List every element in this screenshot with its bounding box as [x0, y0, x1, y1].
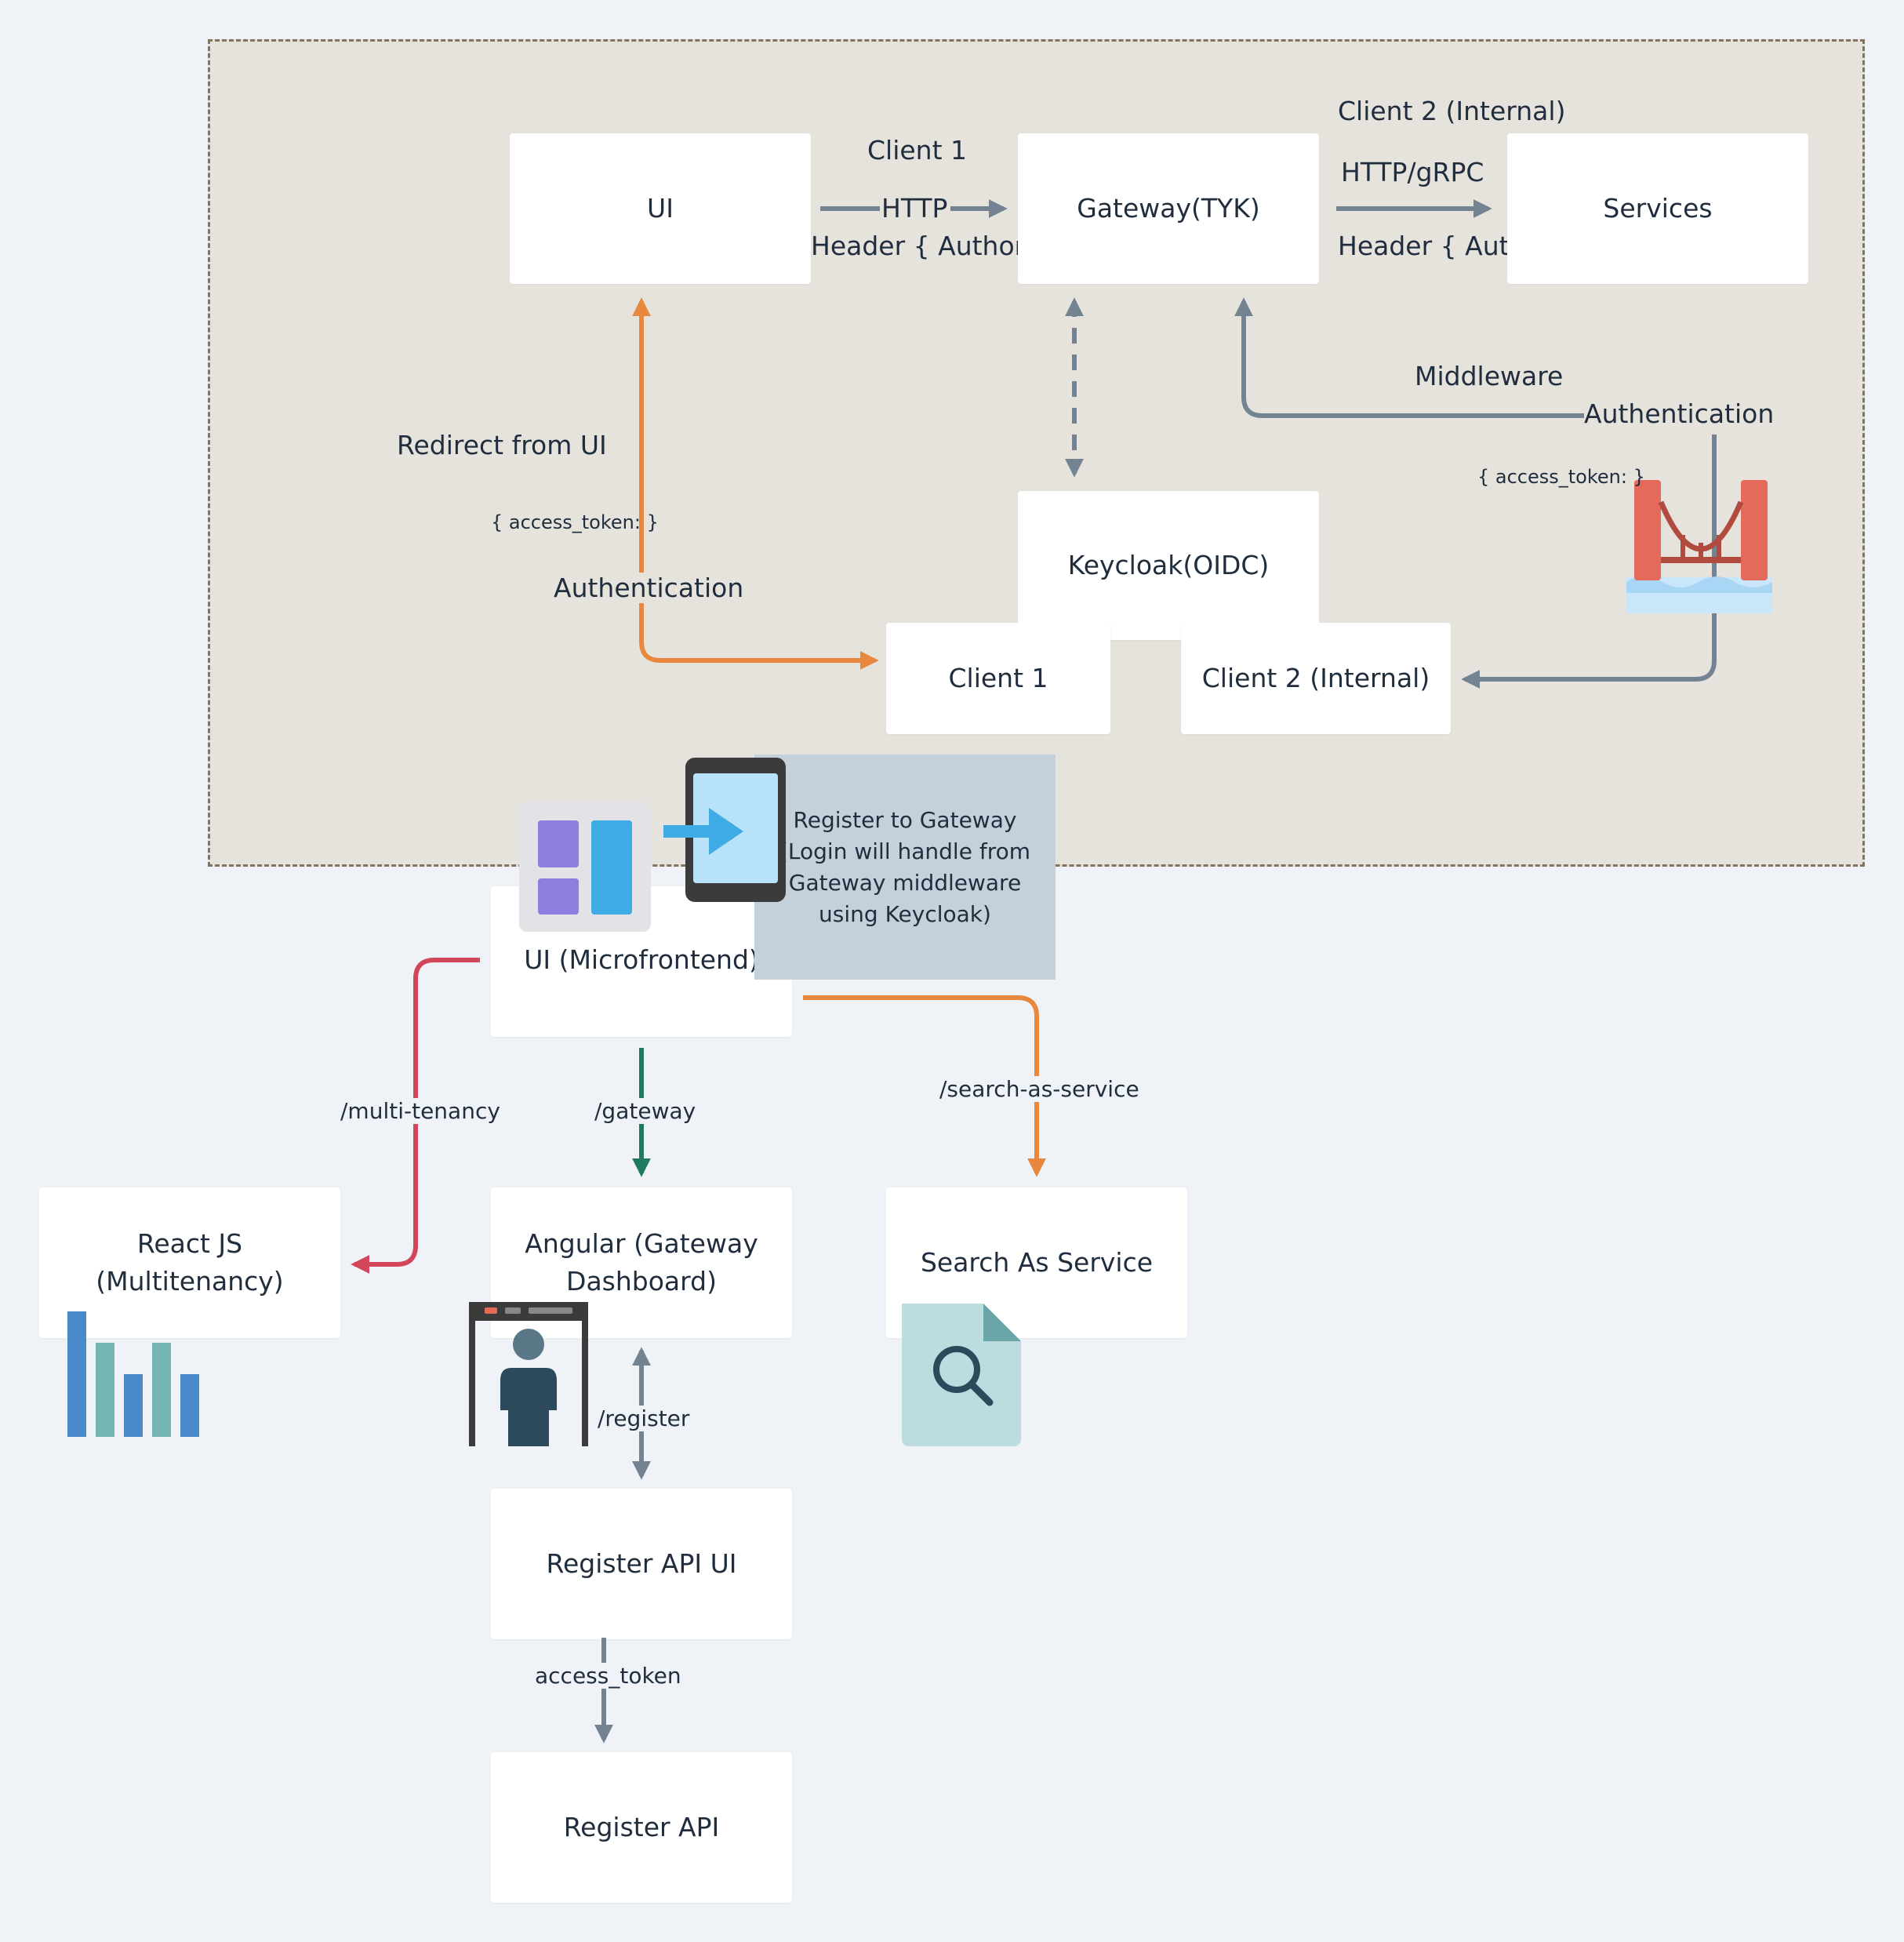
- arrow-search-path: [803, 995, 1046, 1177]
- register-api-box-label: Register API: [563, 1812, 720, 1842]
- tablet-login-icon: [663, 758, 786, 902]
- gateway-box[interactable]: Gateway(TYK): [1018, 133, 1319, 284]
- ui-microfrontend-label: UI (Microfrontend): [524, 944, 759, 975]
- register-ui-box[interactable]: Register API UI: [491, 1489, 792, 1639]
- arrow-middleware: [1234, 297, 1714, 418]
- label-header-gw: Header { Auth: [1338, 231, 1507, 261]
- label-authentication-left: Authentication: [554, 573, 744, 603]
- label-authentication-right: Authentication: [1584, 398, 1775, 429]
- angular-box-label: Angular (Gateway Dashboard): [525, 1228, 758, 1296]
- label-redirect: Redirect from UI: [397, 430, 607, 460]
- gateway-box-label: Gateway(TYK): [1077, 193, 1260, 224]
- document-search-icon: [902, 1304, 1021, 1446]
- ui-box[interactable]: UI: [510, 133, 811, 284]
- register-note-text: Register to Gateway (Login will handle f…: [779, 806, 1030, 927]
- label-search-path: /search-as-service: [939, 1076, 1139, 1102]
- label-http-grpc: HTTP/gRPC: [1341, 157, 1484, 187]
- services-box[interactable]: Services: [1507, 133, 1808, 284]
- label-header-ui: Header { Authoriz: [811, 231, 1018, 261]
- client1-box[interactable]: Client 1: [886, 623, 1110, 734]
- security-gate-icon: [469, 1302, 588, 1446]
- bar-chart-icon: [67, 1311, 199, 1437]
- services-box-label: Services: [1603, 193, 1713, 224]
- ui-box-label: UI: [647, 193, 674, 224]
- label-access-token-bottom: access_token: [535, 1663, 681, 1689]
- label-access-token-right: { access_token: }: [1477, 466, 1645, 488]
- react-box[interactable]: React JS (Multitenancy): [39, 1187, 340, 1338]
- label-middleware: Middleware: [1415, 361, 1564, 391]
- register-note: Register to Gateway (Login will handle f…: [754, 755, 1056, 980]
- search-box-label: Search As Service: [920, 1247, 1154, 1278]
- label-client2-edge: Client 2 (Internal): [1338, 96, 1566, 126]
- register-api-box[interactable]: Register API: [491, 1752, 792, 1903]
- client1-box-label: Client 1: [948, 663, 1048, 693]
- widgets-icon: [519, 802, 651, 932]
- label-client1-edge: Client 1: [867, 135, 968, 165]
- label-access-token-left: { access_token: }: [491, 511, 659, 533]
- bridge-icon: [1626, 480, 1772, 613]
- client2-box[interactable]: Client 2 (Internal): [1181, 623, 1451, 734]
- label-register-path: /register: [598, 1406, 690, 1431]
- react-box-label: React JS (Multitenancy): [96, 1228, 284, 1296]
- arrow-auth-client2: [1461, 435, 1717, 689]
- client2-box-label: Client 2 (Internal): [1201, 663, 1430, 693]
- label-http: HTTP: [881, 193, 948, 224]
- keycloak-box-label: Keycloak(OIDC): [1067, 550, 1270, 580]
- register-ui-box-label: Register API UI: [546, 1548, 737, 1579]
- arrow-ui-client1: [632, 297, 879, 670]
- label-gateway-path: /gateway: [594, 1098, 696, 1124]
- label-multi-tenancy: /multi-tenancy: [340, 1098, 500, 1124]
- ui-microfrontend-box[interactable]: UI (Microfrontend): [491, 886, 792, 1037]
- keycloak-box[interactable]: Keycloak(OIDC): [1018, 491, 1319, 640]
